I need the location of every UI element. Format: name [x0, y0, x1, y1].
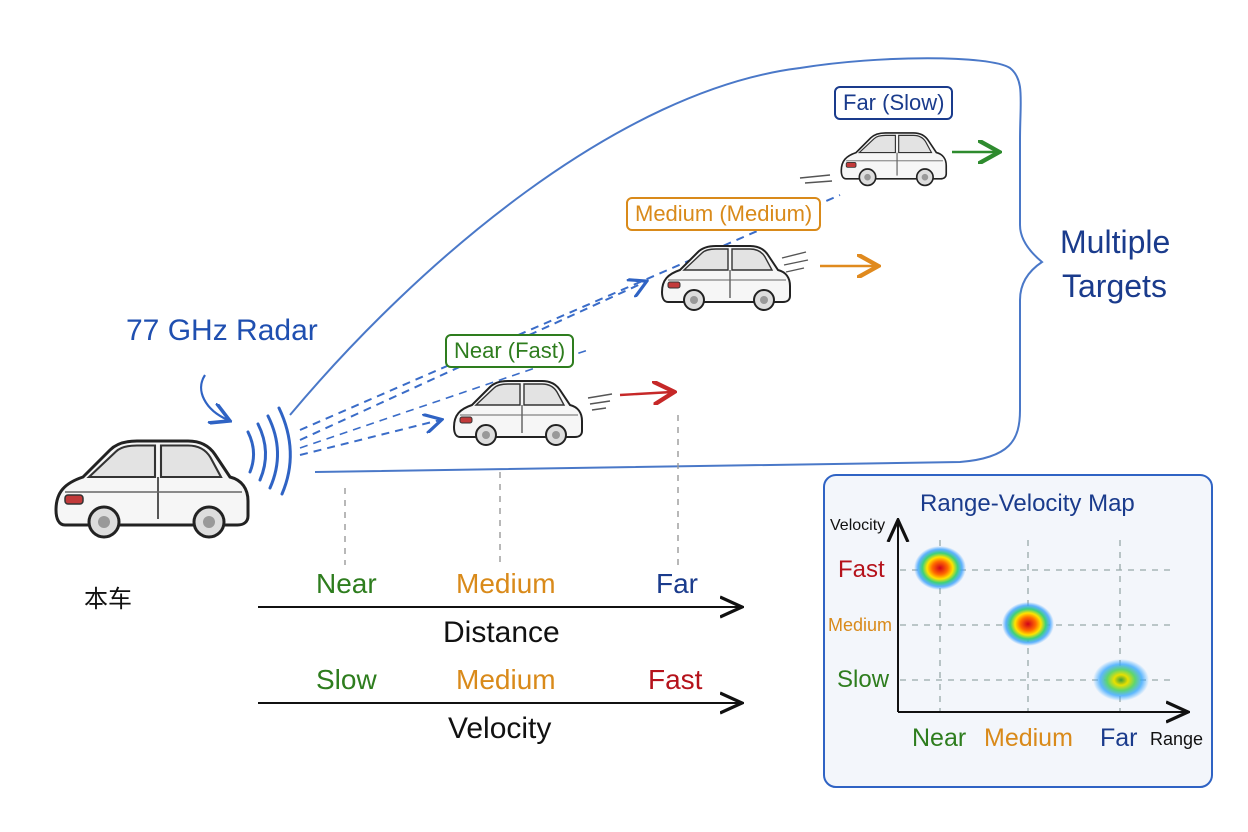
rv-x-tick-near: Near	[912, 724, 967, 752]
rv-y-tick-fast: Fast	[838, 556, 885, 583]
rv-y-tick-medium: Medium	[828, 615, 893, 635]
ego-car-icon	[54, 439, 250, 539]
rv-blob-far-slow	[1093, 659, 1149, 701]
radar-wave-icon	[246, 406, 292, 496]
radar-label: 77 GHz Radar	[126, 314, 318, 347]
target-car-far-icon	[840, 132, 948, 187]
rv-blob-medium-medium	[1002, 602, 1054, 646]
target-label-far: Far (Slow)	[834, 86, 954, 120]
target-label-near: Near (Fast)	[445, 334, 575, 368]
target-car-medium-icon	[661, 245, 791, 311]
ego-car-label: 本车	[84, 586, 132, 613]
rv-map-title: Range-Velocity Map	[920, 490, 1135, 517]
distance-tick-far: Far	[656, 568, 698, 599]
multiple-targets-label-line1: Multiple	[1060, 224, 1171, 260]
distance-tick-near: Near	[316, 568, 377, 599]
distance-axis-title: Distance	[443, 616, 560, 649]
distance-tick-medium: Medium	[456, 568, 556, 599]
velocity-tick-medium: Medium	[456, 664, 556, 695]
target-label-medium: Medium (Medium)	[626, 197, 822, 231]
multiple-targets-label-line2: Targets	[1062, 268, 1167, 304]
velocity-tick-fast: Fast	[648, 664, 703, 695]
rv-x-tick-medium: Medium	[984, 724, 1073, 752]
beam-near	[299, 420, 440, 456]
rv-y-tick-slow: Slow	[837, 666, 890, 693]
beam-far	[299, 194, 841, 431]
rv-x-axis-label: Range	[1150, 729, 1204, 749]
arrow-near-fast	[619, 392, 672, 395]
rv-blob-near-fast	[914, 546, 966, 590]
rv-y-axis-label: Velocity	[830, 517, 886, 534]
target-car-near-icon	[453, 380, 583, 446]
rv-x-tick-far: Far	[1100, 724, 1138, 752]
velocity-tick-slow: Slow	[316, 664, 377, 695]
velocity-axis-title: Velocity	[448, 712, 552, 745]
radar-fov-outline	[289, 57, 1044, 473]
